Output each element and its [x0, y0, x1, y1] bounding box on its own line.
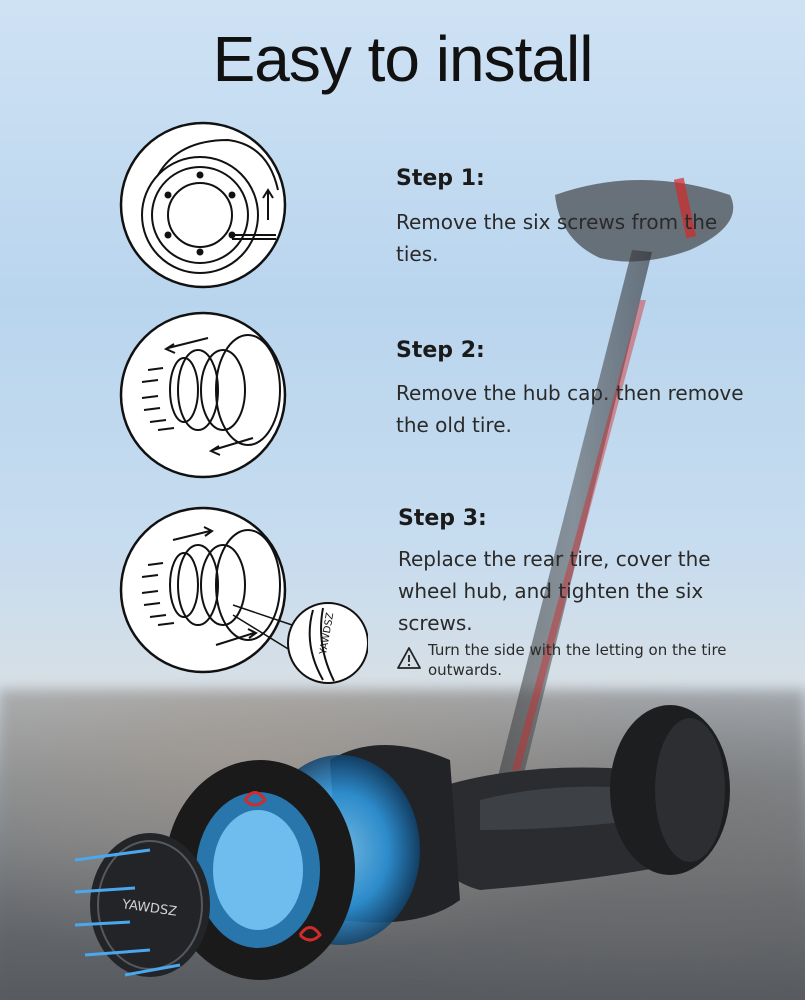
step-2-title: Step 2: — [396, 338, 485, 363]
warning-note: Turn the side with the letting on the ti… — [396, 640, 756, 680]
step-1-title: Step 1: — [396, 166, 485, 191]
warning-triangle-icon — [397, 647, 421, 669]
step-1-text: Remove the six screws from the ties. — [396, 210, 718, 266]
step-2-diagram — [119, 311, 287, 479]
warning-text: Turn the side with the letting on the ti… — [428, 641, 727, 679]
step-1-diagram — [119, 121, 287, 289]
step-3-text: Replace the rear tire, cover the wheel h… — [398, 547, 711, 635]
step-3-title: Step 3: — [398, 506, 487, 531]
page-title: Easy to install — [212, 23, 594, 95]
step-3-diagram: YAWDSZ — [119, 506, 368, 684]
step-2-text: Remove the hub cap. then remove the old … — [396, 381, 744, 437]
